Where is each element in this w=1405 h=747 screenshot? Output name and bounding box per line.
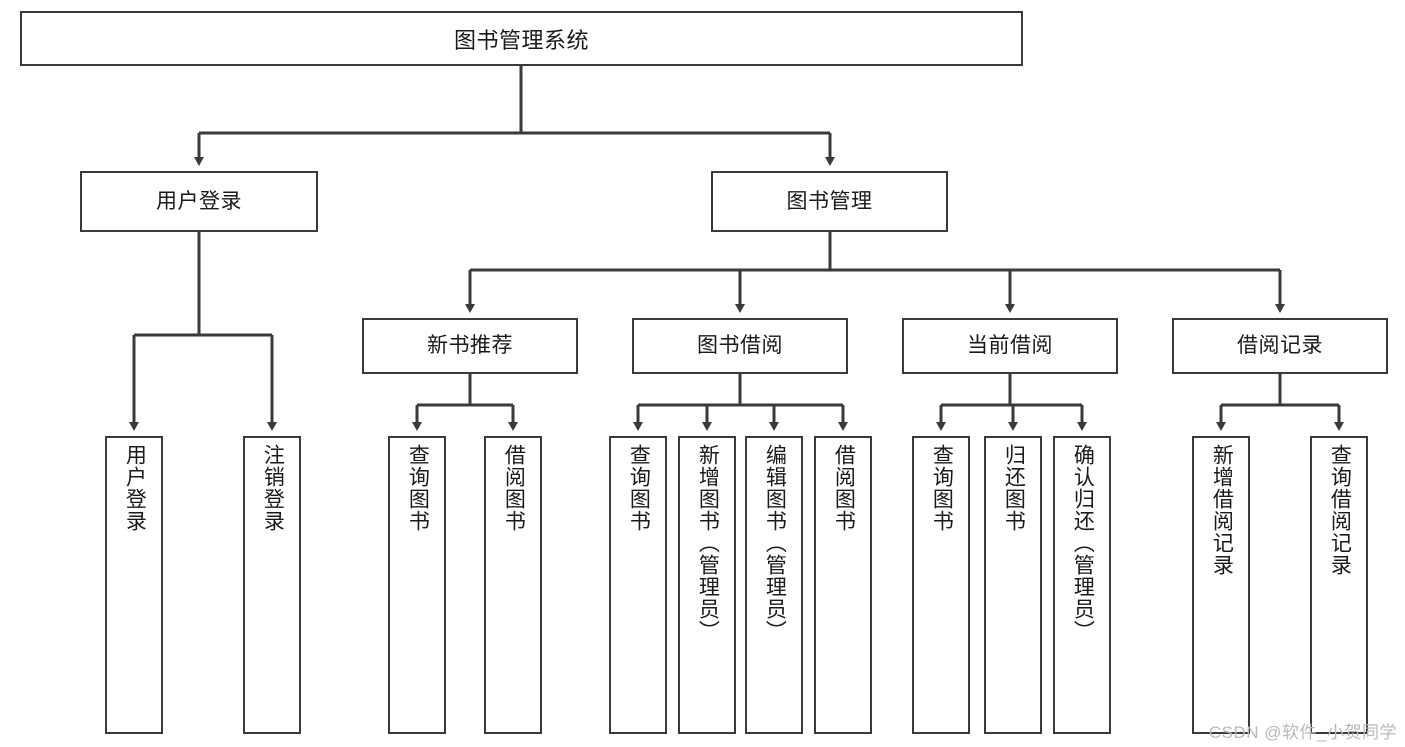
node-leaf-query-book-2-label: 查询图书 (627, 444, 651, 532)
node-book-manage-label: 图书管理 (786, 189, 873, 213)
node-book-borrow[interactable]: 图书借阅 (632, 318, 848, 374)
node-leaf-query-record-label: 查询借阅记录 (1328, 444, 1352, 576)
node-user-login-label: 用户登录 (156, 189, 242, 213)
node-leaf-return-book[interactable]: 归还图书 (984, 436, 1042, 734)
node-leaf-edit-book-label: 编辑图书（管理员） (763, 444, 787, 642)
node-leaf-borrow-book-1-label: 借阅图书 (502, 444, 526, 532)
node-leaf-add-book-label: 新增图书（管理员） (696, 444, 720, 642)
node-book-borrow-label: 图书借阅 (697, 334, 783, 358)
node-leaf-query-book-1-label: 查询图书 (406, 444, 430, 532)
node-root[interactable]: 图书管理系统 (20, 11, 1023, 66)
node-leaf-borrow-book-2[interactable]: 借阅图书 (814, 436, 872, 734)
node-root-label: 图书管理系统 (453, 27, 589, 53)
node-leaf-query-book-1[interactable]: 查询图书 (388, 436, 446, 734)
node-book-manage[interactable]: 图书管理 (711, 171, 948, 232)
node-leaf-user-logout[interactable]: 注销登录 (243, 436, 301, 734)
node-leaf-add-record[interactable]: 新增借阅记录 (1192, 436, 1250, 734)
node-leaf-edit-book[interactable]: 编辑图书（管理员） (745, 436, 803, 734)
node-leaf-query-book-2[interactable]: 查询图书 (609, 436, 667, 734)
node-leaf-query-record[interactable]: 查询借阅记录 (1310, 436, 1368, 734)
node-leaf-user-login-label: 用户登录 (123, 444, 147, 532)
node-leaf-user-login[interactable]: 用户登录 (105, 436, 163, 734)
node-leaf-confirm-return[interactable]: 确认归还（管理员） (1053, 436, 1111, 734)
node-leaf-add-record-label: 新增借阅记录 (1210, 444, 1234, 576)
node-leaf-add-book[interactable]: 新增图书（管理员） (678, 436, 736, 734)
node-borrow-record-label: 借阅记录 (1237, 334, 1323, 358)
node-new-book-recommend-label: 新书推荐 (427, 334, 513, 358)
node-current-borrow-label: 当前借阅 (967, 334, 1053, 358)
node-new-book-recommend[interactable]: 新书推荐 (362, 318, 578, 374)
node-user-login[interactable]: 用户登录 (80, 171, 318, 232)
node-leaf-borrow-book-2-label: 借阅图书 (832, 444, 856, 532)
node-leaf-query-book-3-label: 查询图书 (930, 444, 954, 532)
node-leaf-confirm-return-label: 确认归还（管理员） (1071, 444, 1095, 642)
node-leaf-user-logout-label: 注销登录 (261, 444, 285, 532)
node-leaf-return-book-label: 归还图书 (1002, 444, 1026, 532)
node-current-borrow[interactable]: 当前借阅 (902, 318, 1118, 374)
node-borrow-record[interactable]: 借阅记录 (1172, 318, 1388, 374)
node-leaf-borrow-book-1[interactable]: 借阅图书 (484, 436, 542, 734)
watermark: CSDN @软件_小贺同学 (1208, 723, 1397, 742)
node-leaf-query-book-3[interactable]: 查询图书 (912, 436, 970, 734)
